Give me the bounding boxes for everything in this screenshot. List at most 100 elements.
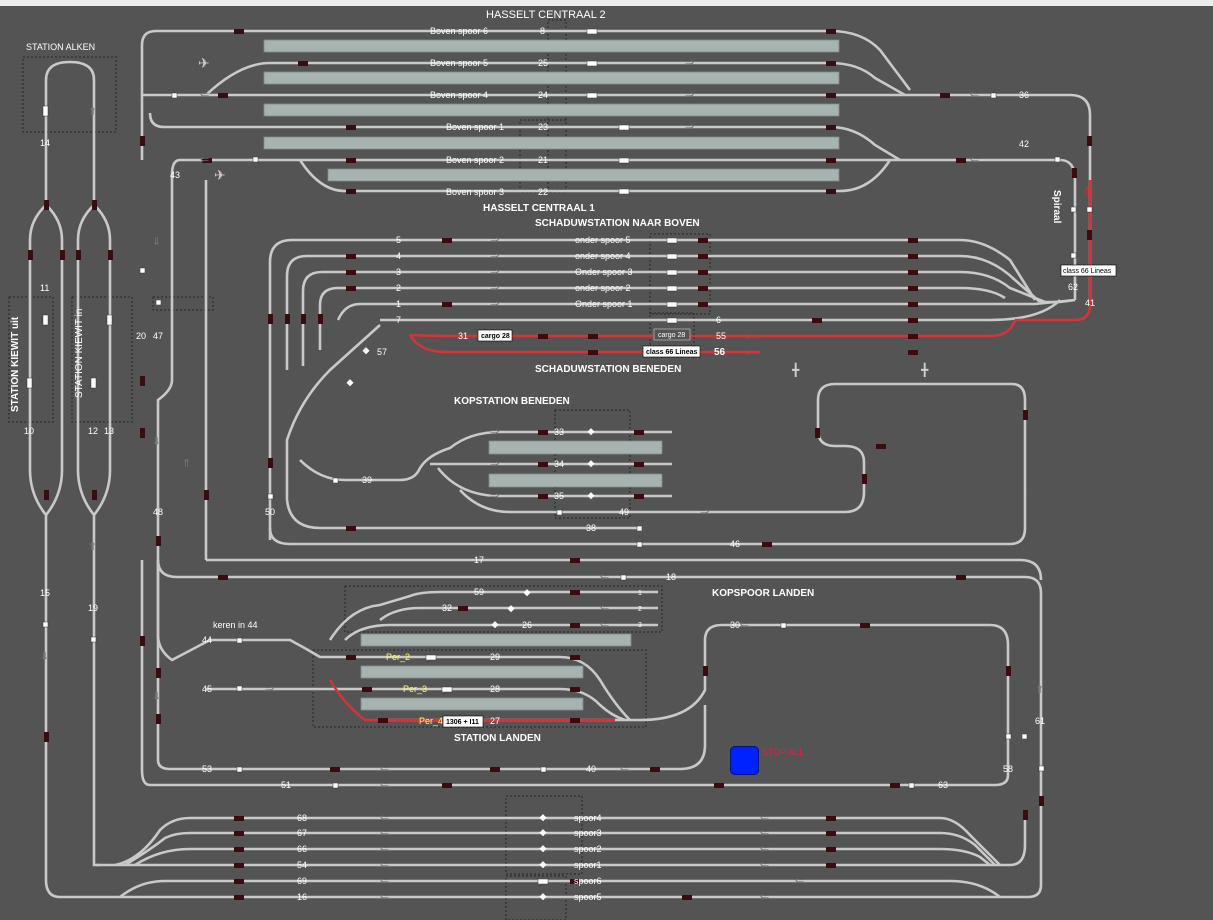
svg-text:34: 34	[554, 459, 564, 469]
svg-text:⇐: ⇐	[380, 778, 389, 791]
svg-text:⇐: ⇐	[600, 601, 609, 614]
svg-text:47: 47	[153, 331, 163, 341]
svg-text:27: 27	[490, 716, 500, 726]
signal-label: Per_3	[403, 684, 427, 694]
svg-text:⇒: ⇒	[700, 505, 709, 518]
svg-text:⇒: ⇒	[490, 281, 499, 294]
svg-text:17: 17	[474, 555, 484, 565]
svg-text:⇐: ⇐	[380, 762, 389, 775]
label-schaduw-beneden: SCHADUWSTATION BENEDEN	[535, 364, 681, 375]
track-label: Onder spoor 3	[575, 267, 633, 277]
loco-icon: ✈	[214, 168, 226, 184]
track-number: 54	[297, 860, 307, 870]
svg-text:⇑: ⇑	[1083, 185, 1092, 198]
svg-text:⇐: ⇐	[380, 874, 389, 887]
svg-text:⇐: ⇐	[760, 811, 769, 824]
track-number: 68	[297, 813, 307, 823]
svg-text:⇐: ⇐	[600, 570, 609, 583]
train-label: cargo 28	[658, 332, 685, 339]
svg-text:36: 36	[1019, 90, 1029, 100]
svg-text:31: 31	[458, 331, 468, 341]
svg-text:56: 56	[714, 347, 726, 358]
svg-text:19: 19	[88, 603, 98, 613]
svg-text:43: 43	[170, 170, 180, 180]
svg-text:26: 26	[522, 620, 532, 630]
svg-text:61: 61	[1035, 716, 1045, 726]
train-tag	[642, 345, 701, 358]
train-tag	[477, 329, 513, 342]
svg-text:50: 50	[265, 507, 275, 517]
label-station-landen: STATION LANDEN	[454, 733, 541, 744]
svg-text:⇑: ⇑	[1035, 683, 1044, 696]
track-label: Boven spoor 4	[430, 90, 488, 100]
svg-text:⇐: ⇐	[380, 842, 389, 855]
svg-text:44: 44	[202, 635, 212, 645]
svg-text:7: 7	[396, 315, 401, 325]
track-label: spoor1	[574, 860, 602, 870]
svg-text:46: 46	[730, 539, 740, 549]
label-schaduw-boven: SCHADUWSTATION NAAR BOVEN	[535, 218, 700, 229]
label-kopspoor-landen: KOPSPOOR LANDEN	[712, 588, 814, 599]
train-tag	[1060, 264, 1117, 277]
train-tags: cargo 28 cargo 28 class 66 Lineas class …	[442, 264, 1117, 728]
svg-text:29: 29	[490, 652, 500, 662]
track-label: Boven spoor 3	[446, 187, 504, 197]
svg-text:53: 53	[202, 764, 212, 774]
track-label: spoor3	[574, 828, 602, 838]
svg-text:⇐: ⇐	[380, 858, 389, 871]
kopspoor-small-numbers: 1 2 3	[638, 590, 642, 629]
svg-text:59: 59	[474, 587, 484, 597]
track-label: spoor5	[574, 892, 602, 902]
detectors	[26, 28, 1093, 885]
track-number: 4	[396, 251, 401, 261]
svg-text:14: 14	[40, 138, 50, 148]
svg-text:⇐: ⇐	[970, 88, 979, 101]
svg-text:⇐: ⇐	[380, 826, 389, 839]
track-number: 8	[540, 26, 545, 36]
svg-text:48: 48	[153, 507, 163, 517]
svg-text:⇑: ⇑	[88, 105, 97, 118]
svg-text:⇒: ⇒	[685, 56, 694, 69]
label-kiewit-uit: STATION KIEWIT uit	[10, 316, 21, 412]
svg-text:38: 38	[586, 523, 596, 533]
track-number: 3	[396, 267, 401, 277]
train-label: class 66 Lineas	[646, 349, 697, 356]
buffer-icon: ╋	[921, 362, 929, 377]
track-label: Onder spoor 1	[575, 299, 633, 309]
svg-text:⇒: ⇒	[398, 714, 407, 727]
svg-text:45: 45	[202, 684, 212, 694]
svg-text:⇒: ⇒	[490, 265, 499, 278]
svg-text:⇒: ⇒	[685, 88, 694, 101]
block-numbers: 36 42 43 62 41 7 31 6 55 56 57 33 34 35 …	[24, 90, 1095, 790]
svg-text:30: 30	[730, 620, 740, 630]
track-label: spoor2	[574, 844, 602, 854]
svg-text:51: 51	[281, 780, 291, 790]
track-number: 2	[396, 283, 401, 293]
label-kopstation-beneden: KOPSTATION BENEDEN	[454, 396, 570, 407]
track-number: 21	[538, 155, 548, 165]
svg-text:⇓: ⇓	[152, 690, 161, 703]
track-number: 24	[538, 90, 548, 100]
track-label: Boven spoor 6	[430, 26, 488, 36]
svg-text:11: 11	[40, 283, 49, 293]
label-hasselt-centraal-2: HASSELT CENTRAAL 2	[486, 9, 606, 21]
label-kiewit-in: STATION KIEWIT in	[74, 309, 85, 398]
label-spiraal: Spiraal	[1051, 190, 1062, 224]
signal-label: Per_4	[419, 716, 443, 726]
svg-text:⇑: ⇑	[88, 540, 97, 553]
train-label: cargo 28	[481, 333, 510, 340]
train-tag	[653, 328, 691, 341]
label-keren-in-44: keren in 44	[213, 620, 258, 630]
buffer-icon: ╋	[792, 362, 800, 377]
svg-text:⇐: ⇐	[760, 858, 769, 871]
track-label: onder spoor 4	[575, 251, 631, 261]
svg-text:55: 55	[716, 331, 726, 341]
occupied-arrows: ⇐ ⇐ ⇑ ⇒	[398, 185, 1092, 727]
svg-text:10: 10	[24, 426, 34, 436]
direction-arrows: ⇐ ⇒⇒⇒ ⇒⇒ ⇒⇒⇒ ⇐⇐⇐ ⇒⇒⇒ ⇒⇐ ⇐⇐ ⇒⇐ ⇐⇐⇐ ⇐⇐⇐ ⇐⇐…	[40, 56, 1044, 903]
stop-button[interactable]	[730, 746, 759, 775]
track-label: spoor6	[574, 876, 602, 886]
